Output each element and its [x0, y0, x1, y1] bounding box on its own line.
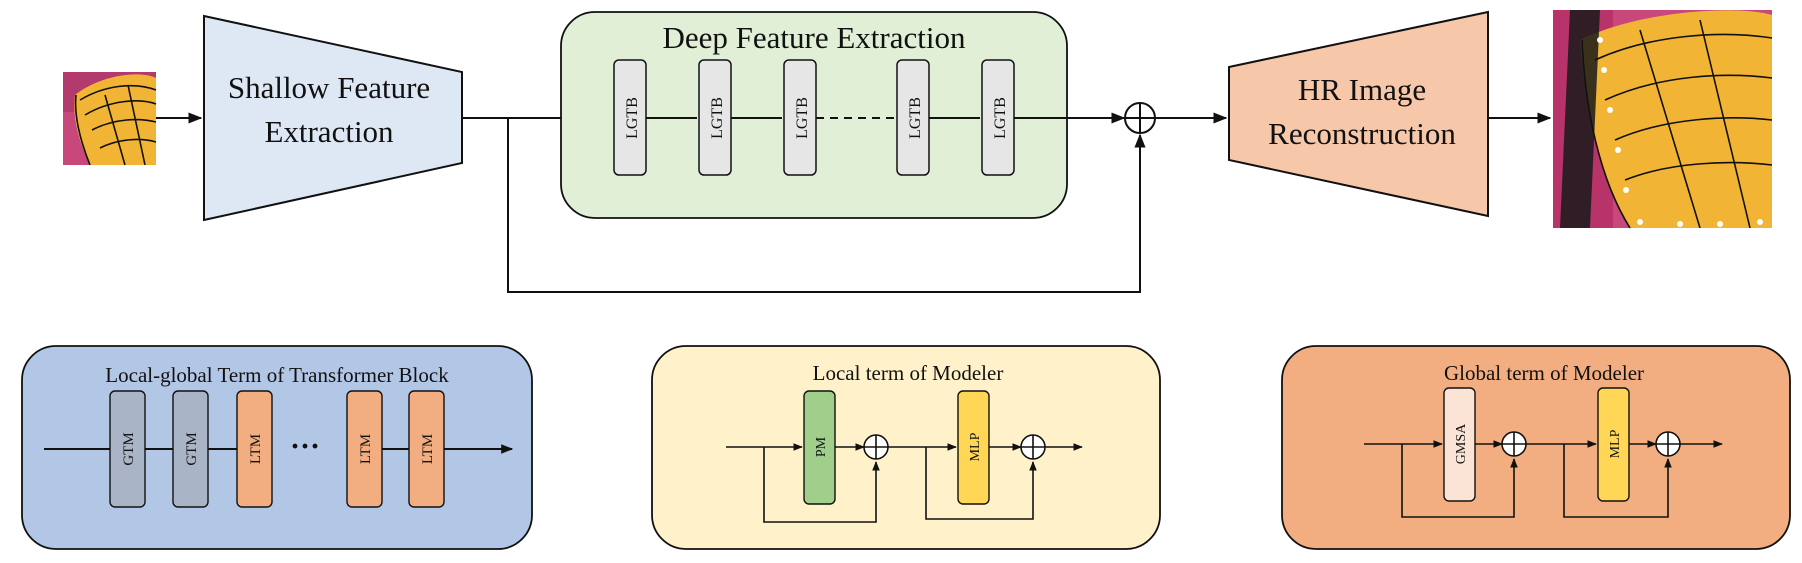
svg-text:GMSA: GMSA [1454, 423, 1469, 464]
svg-text:LGTB: LGTB [709, 97, 726, 139]
shallow-label-line1: Shallow Feature [228, 70, 430, 105]
svg-text:LGTB: LGTB [794, 97, 811, 139]
svg-text:MLP: MLP [1608, 429, 1623, 458]
svg-text:GTM: GTM [184, 432, 200, 465]
svg-text:LTM: LTM [358, 434, 374, 464]
pm-block: PM [803, 390, 836, 505]
lgtb-panel-title: Local-global Term of Transformer Block [105, 363, 449, 387]
hr-label-line2: Reconstruction [1268, 116, 1456, 151]
sum-node-global-1-icon [1501, 431, 1527, 457]
lgtb-detail-panel: Local-global Term of Transformer Block G… [21, 345, 533, 550]
mlp-block-local: MLP [957, 390, 990, 505]
input-image [63, 72, 157, 166]
svg-text:GTM: GTM [121, 432, 137, 465]
gmsa-block: GMSA [1443, 387, 1476, 502]
global-term-panel: Global term of Modeler GMSA MLP [1281, 345, 1791, 550]
lgtb-block-2: LGTB [698, 59, 732, 176]
svg-text:LGTB: LGTB [992, 97, 1009, 139]
sum-node-icon [1124, 102, 1156, 134]
lgtb-block-1: LGTB [613, 59, 647, 176]
ltm-block-2: LTM [346, 390, 383, 508]
ltm-block-1: LTM [236, 390, 273, 508]
svg-text:MLP: MLP [968, 432, 983, 461]
svg-text:PM: PM [814, 436, 829, 457]
local-panel-title: Local term of Modeler [813, 361, 1004, 385]
ltm-block-3: LTM [408, 390, 445, 508]
lgtb-block-4: LGTB [896, 59, 930, 176]
output-image [1553, 10, 1773, 229]
svg-text:LGTB: LGTB [907, 97, 924, 139]
hr-label-line1: HR Image [1298, 72, 1426, 107]
gtm-block-2: GTM [172, 390, 209, 508]
sum-node-global-2-icon [1655, 431, 1681, 457]
lgtb-block-5: LGTB [981, 59, 1015, 176]
svg-text:LTM: LTM [248, 434, 264, 464]
deep-feature-title: Deep Feature Extraction [663, 20, 966, 55]
shallow-label-line2: Extraction [264, 114, 394, 149]
hr-reconstruction-block: HR Image Reconstruction [1228, 10, 1489, 218]
shallow-feature-block: Shallow Feature Extraction [203, 14, 463, 222]
ellipsis: ··· [290, 430, 320, 463]
svg-text:LTM: LTM [420, 434, 436, 464]
svg-text:LGTB: LGTB [624, 97, 641, 139]
global-skip-connection [507, 118, 1146, 293]
sum-node-local-2-icon [1020, 434, 1046, 460]
local-term-panel: Local term of Modeler PM MLP [651, 345, 1161, 550]
gtm-block-1: GTM [109, 390, 146, 508]
mlp-block-global: MLP [1597, 387, 1630, 502]
sum-node-local-1-icon [863, 434, 889, 460]
lgtb-block-3: LGTB [783, 59, 817, 176]
global-panel-title: Global term of Modeler [1444, 361, 1644, 385]
